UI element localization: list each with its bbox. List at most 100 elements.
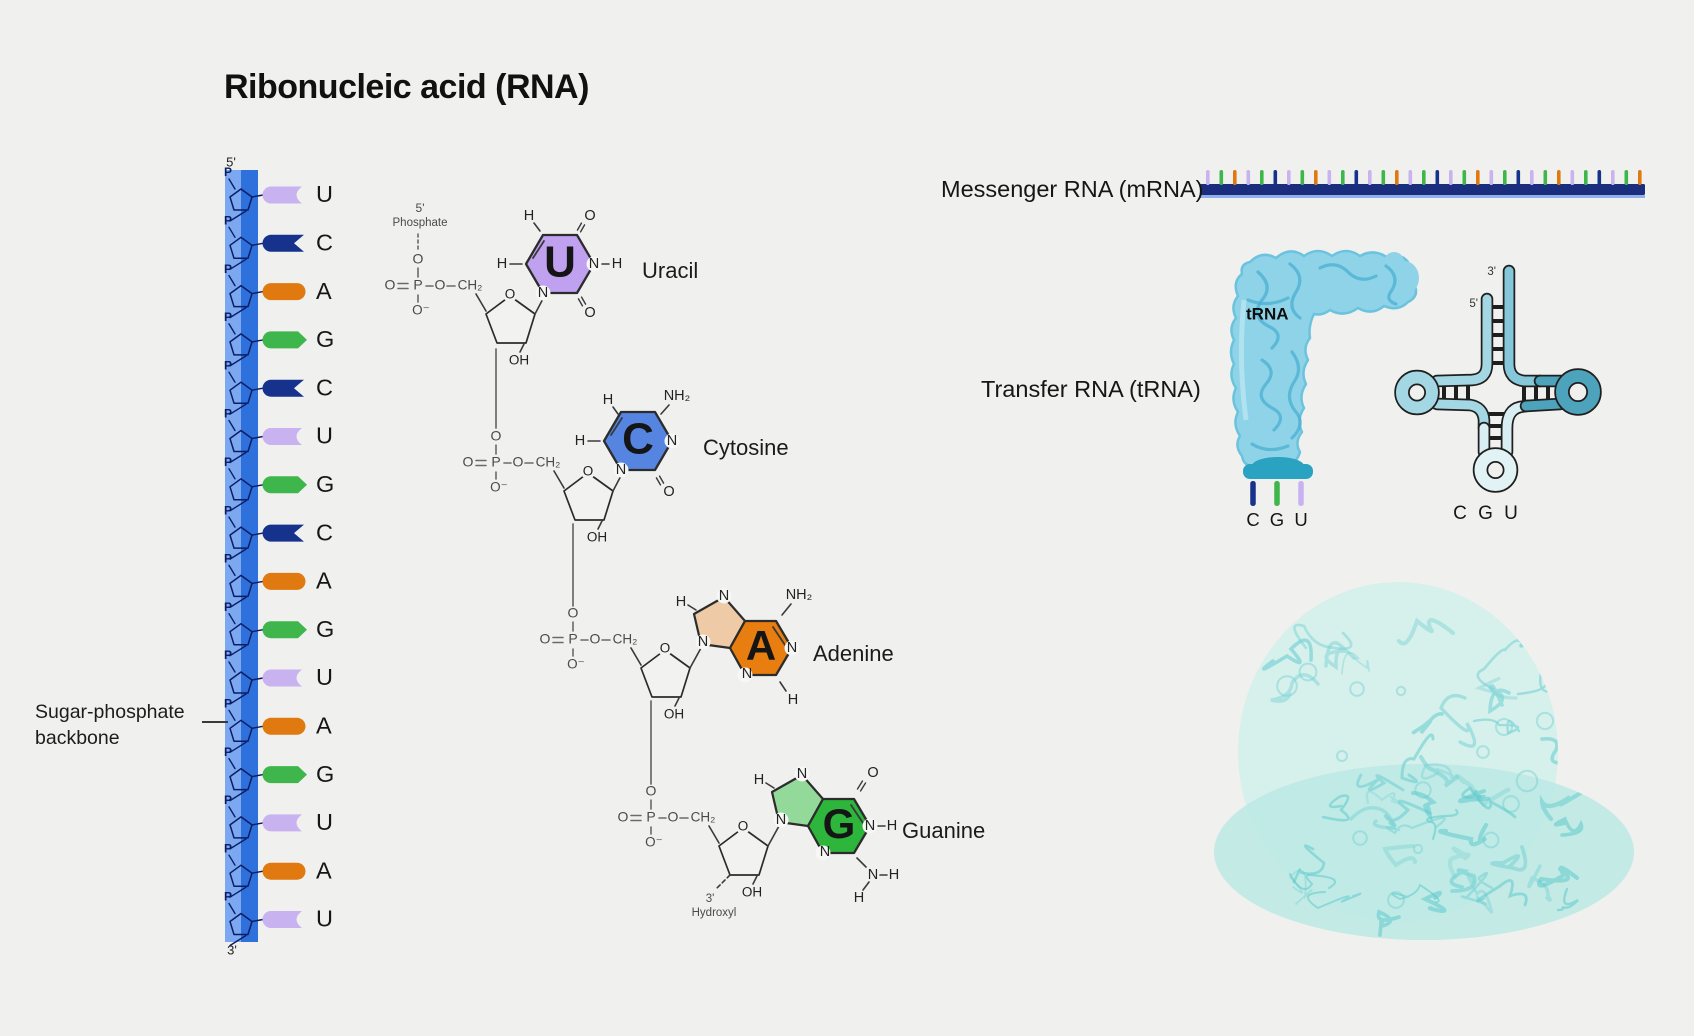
backbone-base-row: PG <box>224 310 334 367</box>
ring-n: N <box>797 766 807 782</box>
backbone-zigzag <box>228 323 236 335</box>
ribosome-texture-strand <box>1553 816 1584 837</box>
ribosome-texture-coil <box>1352 830 1368 846</box>
base-tab-C <box>262 524 304 542</box>
mrna-base-tick-A <box>1314 170 1318 185</box>
phosphate-o-minus: O⁻ <box>412 303 430 318</box>
cloverleaf-anticodon-label: C G U <box>1453 503 1521 524</box>
base-letter-A: A <box>316 278 332 304</box>
backbone-base-row: PC <box>224 503 333 560</box>
bond-line <box>630 647 642 666</box>
mrna-base-tick-A <box>1395 170 1399 185</box>
bond-line <box>859 782 867 792</box>
bond-line <box>708 825 720 844</box>
mrna-base-tick-G <box>1624 170 1629 185</box>
ribosome-texture-strand <box>1537 865 1579 888</box>
base-tab-A <box>262 862 306 880</box>
ring-n: N <box>719 588 729 604</box>
backbone-zigzag <box>251 387 264 391</box>
phosphate-p: P <box>568 631 577 647</box>
backbone-band-dark <box>241 170 258 942</box>
backbone-zigzag <box>228 661 236 673</box>
base-letter-U: U <box>316 906 333 932</box>
mrna-base-tick-G <box>1260 170 1264 185</box>
mrna-base-tick-U <box>1530 170 1534 185</box>
phosphate-p: P <box>413 277 422 293</box>
bond-line <box>752 875 758 885</box>
bond-line <box>475 293 487 312</box>
ribosome-texture-strand <box>1349 806 1397 830</box>
backbone-base-row: PU <box>224 890 333 947</box>
mrna-base-tick-G <box>1584 170 1588 185</box>
bond-line <box>660 404 670 415</box>
ring-n: N <box>698 634 708 650</box>
phosphate-ch2: CH₂ <box>536 455 561 470</box>
bond-line <box>850 804 864 824</box>
base-letter-C: C <box>316 519 333 545</box>
mrna-base-tick-U <box>1246 170 1251 185</box>
backbone-zigzag <box>251 484 264 488</box>
atom-o: O <box>663 484 674 500</box>
backbone-zigzag <box>228 468 236 480</box>
ribosome-texture-strand <box>1411 712 1444 735</box>
nucleotide-name-cytosine: Cytosine <box>703 435 789 460</box>
ribose-o: O <box>738 819 749 834</box>
ribosome-texture-strand <box>1261 638 1313 671</box>
atom-halo <box>503 288 517 302</box>
backbone-pointer-line <box>202 721 228 723</box>
bond-line <box>533 222 541 232</box>
atom-halo <box>773 812 789 828</box>
ribosome-texture-coil <box>1476 745 1490 759</box>
cloverleaf-tube <box>1504 266 1545 386</box>
mrna-base-tick-U <box>1489 170 1494 185</box>
ribosome-texture-strand <box>1400 733 1435 784</box>
backbone-label-line1: Sugar-phosphate <box>35 701 185 723</box>
ring-n: N <box>667 433 677 449</box>
five-prime-phosphate-label: 5' <box>416 201 425 215</box>
ribosome-texture-strand <box>1461 786 1517 819</box>
ribosome-texture-strand <box>1396 617 1456 646</box>
backbone-zigzag <box>228 709 236 721</box>
base-tab-G <box>262 621 307 639</box>
ribose-ring <box>563 472 614 521</box>
phosphate-o-minus: O⁻ <box>645 835 663 850</box>
ribosome-texture-coil <box>1336 750 1348 762</box>
backbone-zigzag <box>229 693 247 705</box>
backbone-zigzag <box>229 306 247 319</box>
ribose-ring <box>485 295 536 344</box>
base-tab-C <box>262 234 304 252</box>
backbone-label-line2: backbone <box>35 727 120 749</box>
ribosome-texture-strand <box>1270 673 1320 703</box>
phosphate-ch2: CH₂ <box>458 278 483 293</box>
backbone-phosphate-symbol: P <box>224 745 232 759</box>
backbone-phosphate-symbol: P <box>224 696 232 710</box>
atom-h: H <box>788 692 798 708</box>
ribosome-texture-coil <box>1551 649 1565 663</box>
ribosome-texture-strand <box>1460 871 1494 906</box>
bond-line <box>597 520 603 530</box>
atom-h: H <box>854 890 864 906</box>
ribosome-texture-strand <box>1426 808 1459 841</box>
backbone-zigzag <box>229 789 247 802</box>
atom-halo <box>613 462 629 478</box>
three-prime-hydroxyl-label: Hydroxyl <box>692 907 737 919</box>
bond-line <box>532 240 545 259</box>
ribose-oh: OH <box>587 530 607 545</box>
base-letter-A: A <box>316 857 332 883</box>
ring-n: N <box>538 285 548 301</box>
cloverleaf-five-prime-label: 5' <box>1469 298 1478 310</box>
ribosome-texture-strand <box>1385 816 1446 835</box>
ribosome-texture-coil <box>1414 781 1432 799</box>
backbone-base-row: PA <box>224 552 332 609</box>
mrna-base-tick-U <box>1611 170 1615 185</box>
backbone-zigzag <box>229 645 247 657</box>
backbone-zigzag <box>228 178 236 190</box>
backbone-zigzag <box>228 371 236 383</box>
backbone-phosphate-symbol: P <box>224 165 232 179</box>
atom-h: H <box>612 256 622 272</box>
ribosome-texture-strand <box>1539 786 1590 822</box>
ribose-pentagon-glyph <box>229 333 253 356</box>
ribosome-texture-strand <box>1519 634 1575 654</box>
